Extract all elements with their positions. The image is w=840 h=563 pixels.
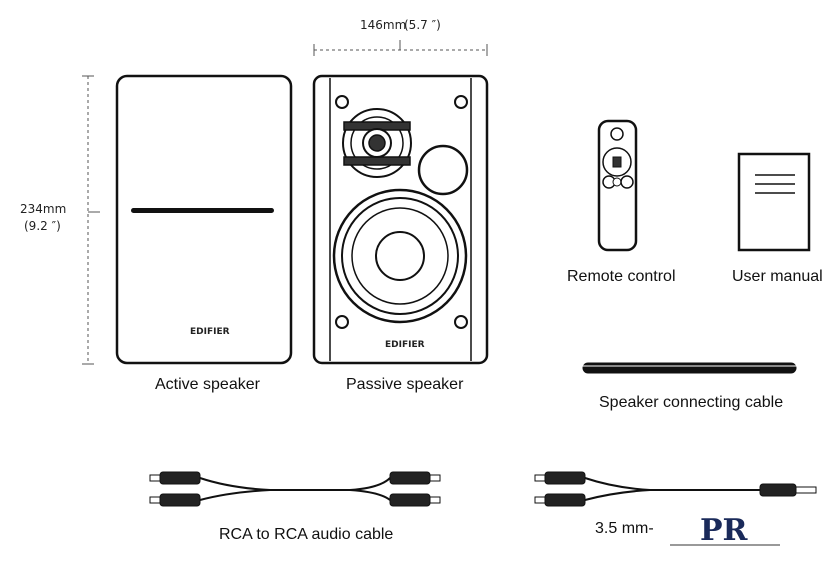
svg-text:PR: PR bbox=[700, 513, 749, 548]
rca-cable-illustration bbox=[149, 471, 441, 507]
remote-control-label: Remote control bbox=[567, 268, 676, 285]
aux-cable-illustration bbox=[534, 471, 817, 507]
width-dimension-mm: 146mm bbox=[360, 18, 407, 32]
passive-speaker-illustration bbox=[312, 74, 489, 365]
speaker-cable-illustration bbox=[578, 362, 801, 374]
height-dimension-inch: (9.2 ″) bbox=[24, 219, 61, 233]
passive-brand-logo: EDIFIER bbox=[385, 340, 425, 350]
user-manual-label: User manual bbox=[732, 268, 823, 285]
height-dimension-line bbox=[82, 75, 100, 365]
active-brand-logo: EDIFIER bbox=[190, 327, 230, 337]
width-dimension-line bbox=[313, 40, 488, 56]
aux-cable-label: 3.5 mm- bbox=[595, 520, 654, 537]
active-speaker-illustration bbox=[115, 74, 293, 365]
pr-watermark-logo: PR bbox=[670, 513, 780, 548]
speaker-cable-label: Speaker connecting cable bbox=[599, 394, 784, 411]
remote-control-illustration bbox=[597, 119, 638, 252]
height-dimension-mm: 234mm bbox=[20, 202, 67, 216]
user-manual-illustration bbox=[737, 152, 811, 252]
passive-speaker-label: Passive speaker bbox=[346, 376, 464, 393]
rca-cable-label: RCA to RCA audio cable bbox=[219, 526, 394, 543]
active-speaker-label: Active speaker bbox=[155, 376, 260, 393]
width-dimension-inch: (5.7 ″) bbox=[404, 18, 441, 32]
